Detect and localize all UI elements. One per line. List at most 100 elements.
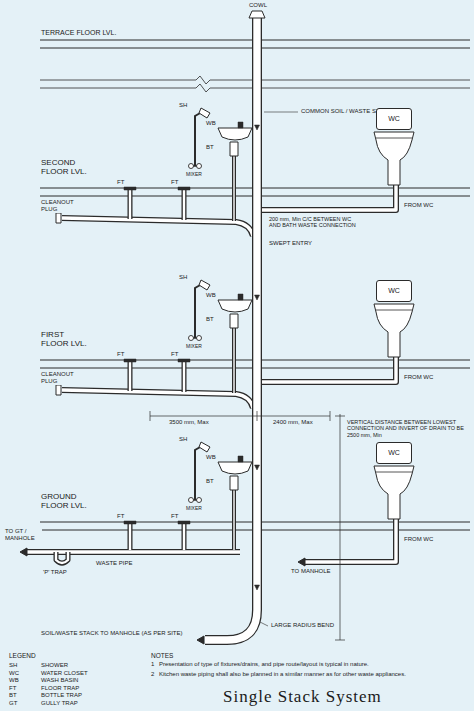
label-text: FT (170, 351, 179, 358)
label-text: Presentation of type of fixtures/drains,… (158, 661, 472, 668)
pipe-wall (62, 390, 253, 408)
label-text: BT (205, 144, 215, 151)
flow-arrow (298, 558, 305, 566)
shower-pipe (195, 284, 202, 338)
shower-pipe (195, 446, 202, 500)
mixer-valve (189, 498, 194, 503)
mixer-valve (197, 336, 202, 341)
legend-text: BOTTLE TRAP (40, 692, 83, 699)
wc-bowl (374, 466, 414, 519)
label-text: TERRACE FLOOR LVL. (40, 29, 117, 37)
shower-head (199, 280, 210, 290)
label-text: GT (8, 700, 18, 707)
label-text: BT (205, 478, 215, 485)
label-text: 2400 mm, Max (272, 419, 314, 426)
flow-arrow (20, 548, 27, 556)
pipe-bore (305, 518, 396, 562)
floor-trap-grate (178, 521, 190, 524)
label-text: SH (8, 662, 18, 669)
label-text: FROM WC (403, 374, 434, 381)
label-text: BT (8, 692, 18, 699)
label-text: FT (170, 513, 179, 520)
pipe-wall (205, 18, 257, 640)
pipe-bore (262, 184, 396, 210)
floor-trap-grate (178, 359, 190, 362)
mixer-valve (197, 164, 202, 169)
label-text: 3500 mm, Max (168, 419, 210, 426)
pipe-bore (233, 328, 234, 393)
wc-seat (376, 472, 412, 473)
label-text: 2 (150, 671, 155, 678)
label-text: SWEPT ENTRY (268, 240, 313, 247)
shower-head (199, 108, 210, 118)
pipe-wall (128, 190, 133, 219)
label-text: TO MANHOLE (290, 568, 332, 575)
label-text: SH (178, 436, 188, 443)
label-text: VERTICAL DISTANCE BETWEEN LOWEST CONNECT… (346, 419, 466, 438)
label-text: CLEANOUT PLUG (40, 199, 82, 213)
pipe-wall (232, 156, 236, 221)
fixture-code: WC (388, 115, 400, 123)
label-text: FROM WC (403, 202, 434, 209)
pipe-bore (62, 218, 253, 236)
label-text: CLEANOUT PLUG (40, 371, 82, 385)
cowl (249, 11, 265, 18)
pipe-wall (182, 524, 187, 550)
label-text: GROUND FLOOR LVL. (40, 492, 92, 510)
floor-trap-grate (124, 521, 136, 524)
basin-tap (238, 456, 243, 462)
legend-text: WATER CLOSET (40, 670, 89, 677)
pipe-bore (56, 552, 68, 563)
fixture-code: WC (388, 287, 400, 295)
pipe-wall (27, 549, 240, 555)
pipe-bore (183, 190, 185, 220)
wc-cistern: WC (376, 442, 412, 464)
label-text: TO GT / MANHOLE (4, 528, 42, 542)
legend-text: GULLY TRAP (40, 700, 79, 707)
wc-bowl (374, 132, 414, 185)
bottle-trap (230, 142, 238, 156)
legend-text: WASH BASIN (40, 677, 79, 684)
pipe-wall (62, 218, 253, 236)
bottle-trap (230, 314, 238, 328)
flow-arrow (255, 295, 260, 300)
label-text: FROM WC (403, 536, 434, 543)
label-text: Kitchen waste piping shall also be plann… (158, 671, 472, 678)
leader-line (264, 112, 298, 113)
label-text: MIXER (185, 172, 203, 178)
pipe-bore (62, 390, 253, 408)
mixer-valve (197, 498, 202, 503)
diagram-title: Single Stack System (222, 687, 383, 707)
shower-pipe (195, 112, 202, 166)
wc-seat (376, 310, 412, 311)
leader-line (260, 622, 268, 626)
label-text: SH (178, 102, 188, 109)
drawing (20, 11, 470, 644)
dimension-tick (335, 416, 345, 417)
mixer-valve (189, 336, 194, 341)
label-text: FT (116, 351, 125, 358)
label-text: 1 (150, 661, 155, 668)
fixture-code: WC (388, 449, 400, 457)
shower-head (199, 442, 210, 452)
pipe-wall (128, 362, 133, 391)
pipe-bore (183, 524, 185, 550)
pipe-wall (262, 356, 396, 382)
pipe-bore (233, 490, 234, 550)
dimension-tick (257, 411, 258, 421)
label-text: SECOND FLOOR LVL. (40, 158, 92, 176)
label-text: WB (205, 292, 217, 299)
flow-arrow (255, 465, 260, 470)
cleanout-plug (56, 213, 61, 223)
basin-tap (238, 122, 243, 128)
label-text: NOTES (150, 652, 174, 659)
label-text: BT (205, 316, 215, 323)
wash-basin (218, 462, 252, 474)
pipe-bore (233, 156, 234, 221)
bottle-trap (230, 476, 238, 490)
pipe-bore (129, 524, 131, 550)
pipe-wall (232, 328, 236, 393)
label-text: FIRST FLOOR LVL. (40, 330, 92, 348)
wc-cistern: WC (376, 108, 412, 130)
